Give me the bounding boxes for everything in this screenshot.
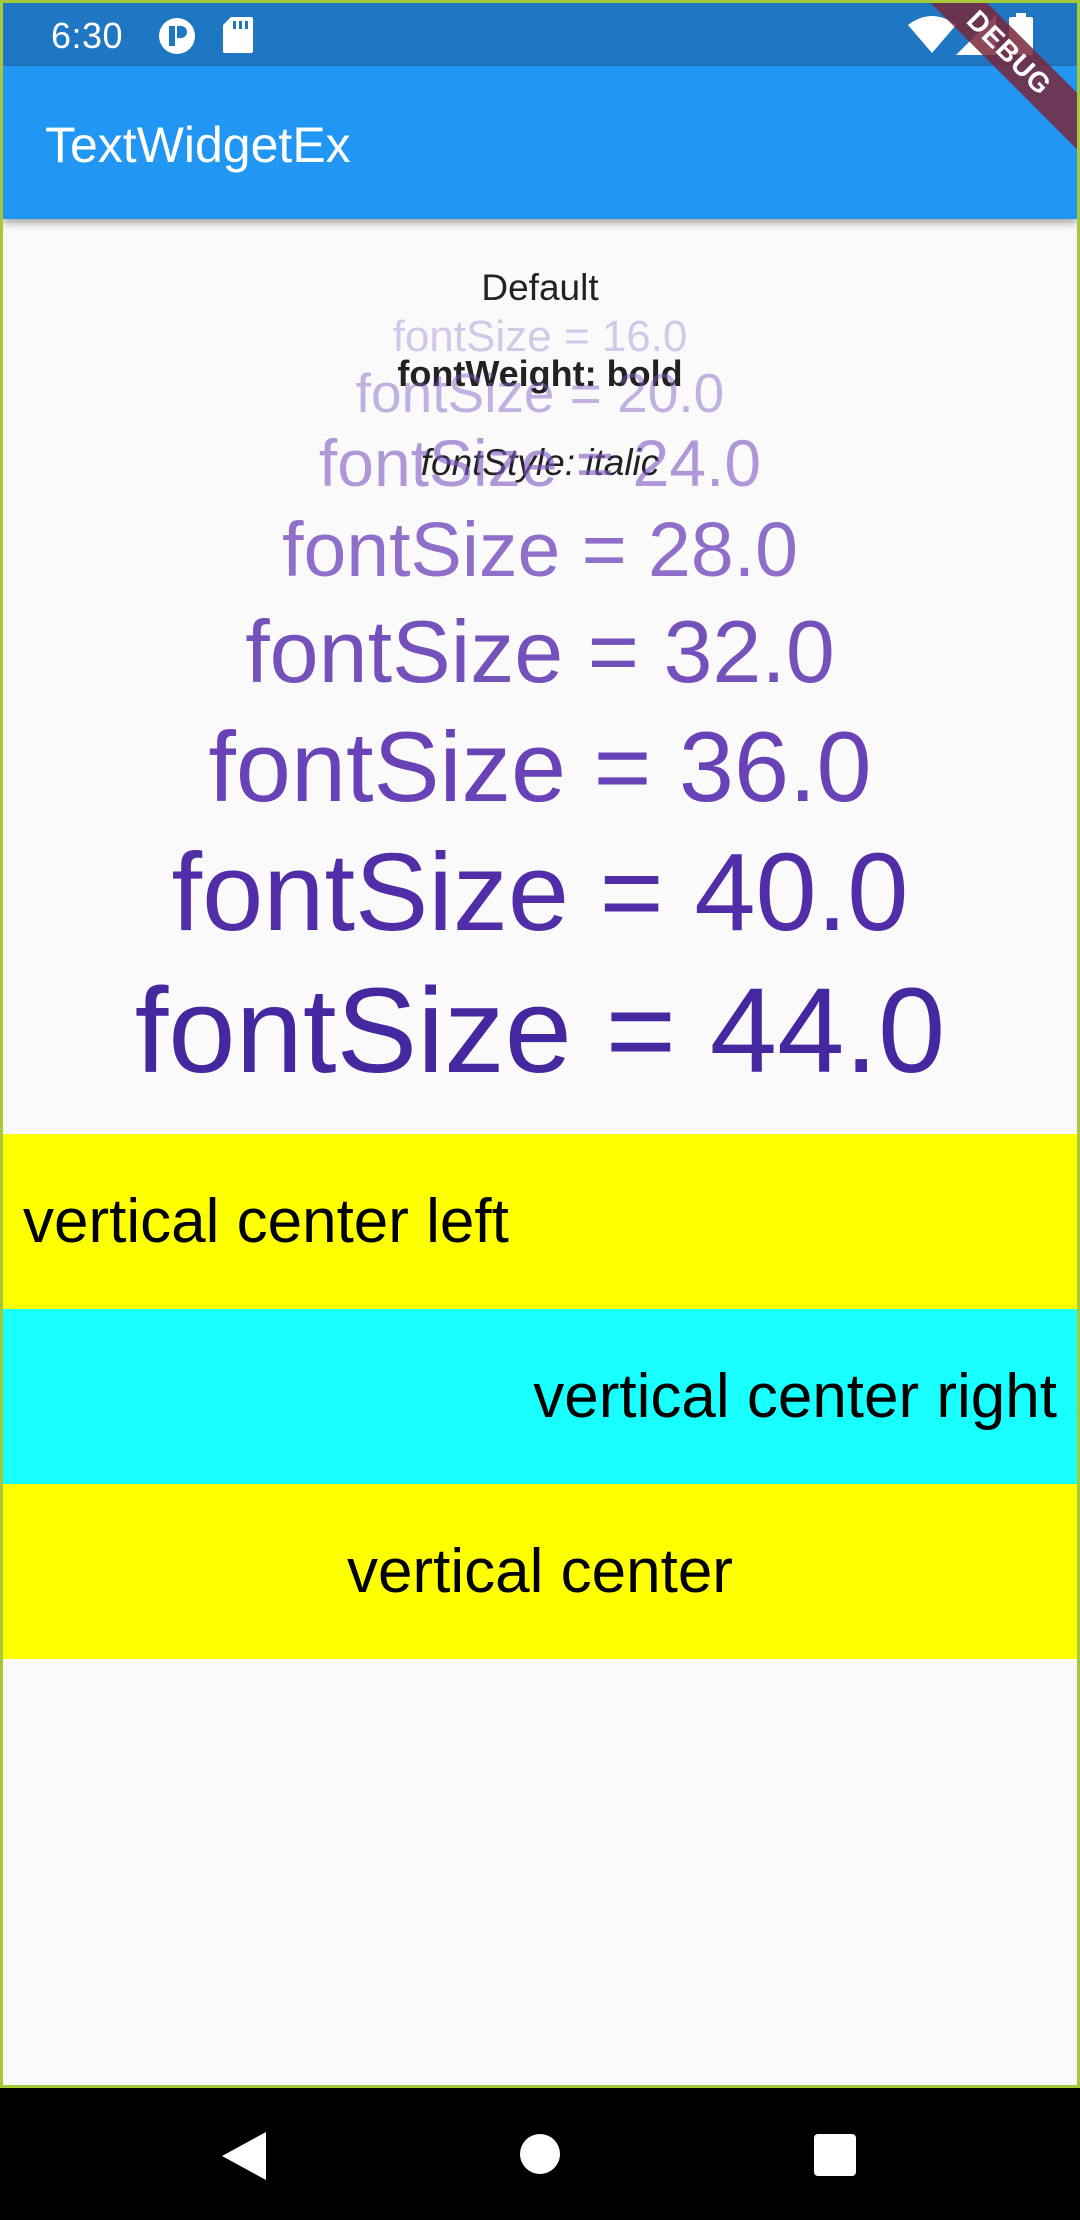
- font-size-sample: fontSize = 24.0: [318, 426, 762, 500]
- app-screen: 6:30: [3, 3, 1077, 2085]
- app-notification-icon: [158, 17, 196, 60]
- default-text: Default: [481, 267, 599, 308]
- page-title: TextWidgetEx: [45, 117, 351, 173]
- alignment-row-left: vertical center left: [3, 1134, 1077, 1309]
- status-bar: 6:30: [3, 3, 1077, 160]
- font-size-sample: fontSize = 20.0: [355, 362, 725, 424]
- app-bar: TextWidgetEx: [3, 66, 1077, 219]
- bold-text: fontWeight: bold: [397, 353, 683, 394]
- font-size-sample: fontSize = 16.0: [392, 312, 688, 361]
- back-icon[interactable]: [222, 2132, 266, 2185]
- wifi-icon: [908, 15, 956, 60]
- font-size-sample: fontSize = 40.0: [171, 831, 909, 954]
- font-size-sample: fontSize = 32.0: [245, 602, 835, 701]
- alignment-row-label: vertical center right: [533, 1362, 1057, 1431]
- recents-icon[interactable]: [814, 2134, 856, 2181]
- sd-card-icon: [223, 17, 253, 58]
- alignment-row-center: vertical center: [3, 1484, 1077, 1659]
- font-size-sample: fontSize = 36.0: [208, 711, 872, 822]
- status-time: 6:30: [51, 15, 124, 56]
- alignment-row-right: vertical center right: [3, 1309, 1077, 1484]
- alignment-row-label: vertical center left: [23, 1187, 509, 1256]
- font-size-sample: fontSize = 28.0: [282, 507, 798, 593]
- italic-text: fontStyle: italic: [420, 442, 660, 483]
- home-icon[interactable]: [519, 2133, 561, 2180]
- alignment-row-label: vertical center: [347, 1537, 733, 1606]
- system-nav-bar: [0, 2088, 1080, 2220]
- font-size-sample: fontSize = 44.0: [134, 962, 946, 1098]
